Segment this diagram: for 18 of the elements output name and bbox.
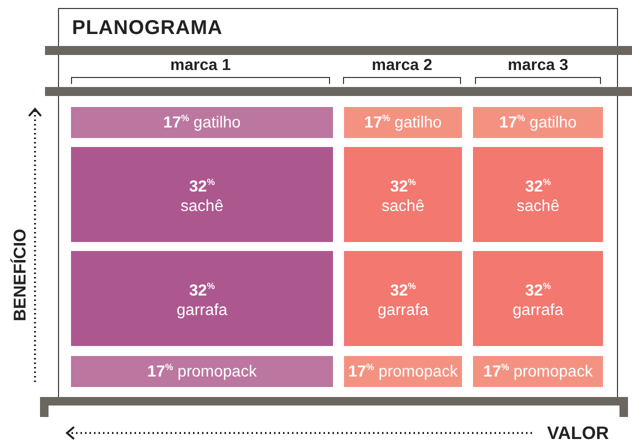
shelf-block: 17$^{%}$ gatilho: [344, 107, 462, 138]
brand-label: marca 3: [506, 57, 570, 75]
shelf-block: 17$^{%}$ promopack: [344, 356, 462, 387]
brand-label: marca 1: [169, 57, 232, 75]
shelf-block: 17$^{%}$ promopack: [71, 356, 333, 387]
shelf-block: 32$^{%}$ sachê: [71, 147, 333, 242]
axis-label: BENEFÍCIO: [9, 228, 30, 324]
shelf-block: 17$^{%}$ gatilho: [473, 107, 603, 138]
axis-label: VALOR: [546, 423, 610, 441]
shelf-block: 32$^{%}$ garrafa: [344, 251, 462, 346]
shelf-block: 17$^{%}$ promopack: [473, 356, 603, 387]
shelf-block: 32$^{%}$ garrafa: [473, 251, 603, 346]
shelf-block: 32$^{%}$ garrafa: [71, 251, 333, 346]
shelf-block: 32$^{%}$ sachê: [344, 147, 462, 242]
shelf-block: 17$^{%}$ gatilho: [71, 107, 333, 138]
brand-label: marca 2: [370, 57, 434, 75]
shelf-block: 32$^{%}$ sachê: [473, 147, 603, 242]
planogram-title: PLANOGRAMA: [72, 17, 223, 40]
